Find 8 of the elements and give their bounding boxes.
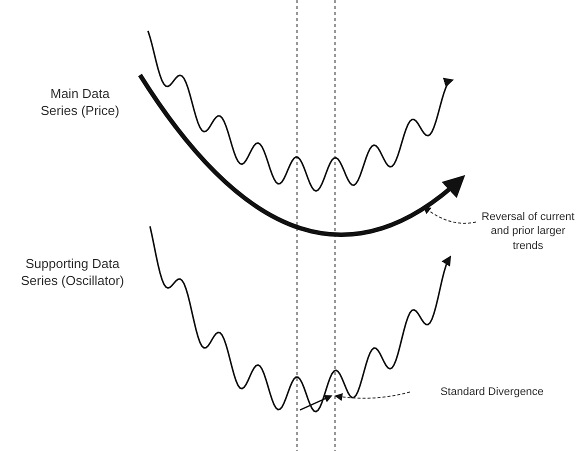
leader-line xyxy=(422,206,476,224)
series-label: Supporting Data Series (Oscillator) xyxy=(20,256,125,290)
annotation-text: Reversal of current and prior larger trends xyxy=(478,210,578,253)
divergence-arrow xyxy=(300,395,332,411)
annotation-text: Standard Divergence xyxy=(412,385,572,400)
trend-curve-arrow xyxy=(138,74,466,236)
leader-line xyxy=(334,392,410,401)
series-label: Main Data Series (Price) xyxy=(40,86,120,120)
